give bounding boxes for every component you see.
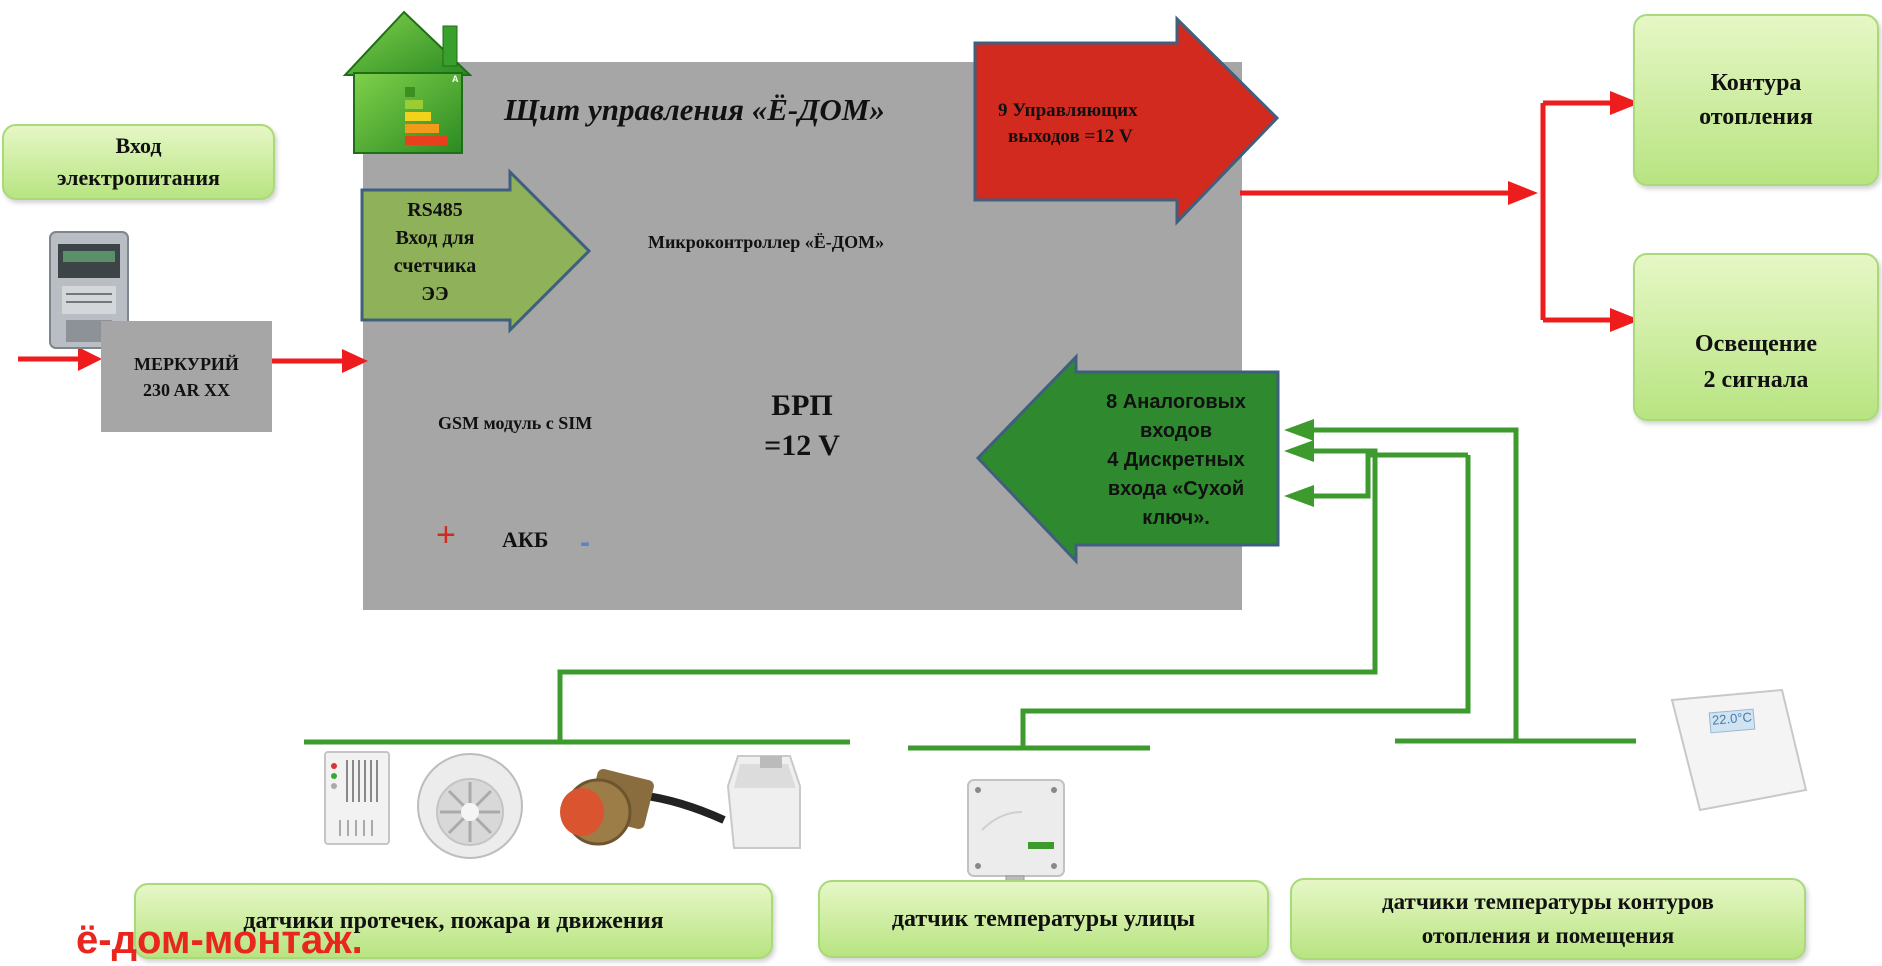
battery-plus-sign: + (436, 516, 456, 554)
svg-text:A: A (452, 74, 459, 84)
inputs-line4: входа «Сухой (1107, 478, 1245, 500)
power-in-arrow (18, 347, 102, 371)
rs485-line2: Вход для (395, 227, 475, 249)
lighting-line1: Освещение (1694, 331, 1818, 357)
meter-to-panel-arrow (272, 349, 368, 373)
panel-title: Щит управления «Ё-ДОМ» (504, 92, 885, 127)
street-temperature-sensor-image (967, 779, 1065, 895)
gsm-module-label: GSM модуль с SIM (438, 413, 593, 433)
outputs-label: 9 Управляющих выходов =12 V (998, 98, 1178, 150)
outputs-line1: 9 Управляющих (998, 100, 1138, 121)
inputs-line2: входов (1139, 420, 1213, 442)
heating-circuits-box: Контура отопления (1633, 14, 1879, 186)
smoke-detector-image (417, 753, 523, 859)
rs485-line3: счетчика (393, 255, 477, 277)
rs485-line4: ЭЭ (421, 283, 449, 305)
battery-label: АКБ (502, 527, 549, 552)
inputs-line1: 8 Аналоговых (1106, 391, 1246, 413)
inputs-line5: ключ». (1142, 507, 1210, 529)
lighting-box: Освещение 2 сигнала (1633, 253, 1879, 421)
rs485-line1: RS485 (407, 199, 463, 221)
inductive-sensor-image (560, 769, 726, 846)
inputs-arrow (975, 353, 1280, 565)
psu-label-line2: =12 V (764, 429, 840, 462)
circuit-temperature-sensors-box: датчики температуры контуров отопления и… (1290, 878, 1806, 960)
power-input-line2: электропитания (57, 165, 220, 190)
psu-label-line1: БРП (771, 389, 833, 422)
microcontroller-label: Микроконтроллер «Ё-ДОМ» (648, 232, 885, 252)
heating-line1: Контура (1710, 70, 1802, 96)
output-wires (1240, 91, 1640, 332)
leak-fire-motion-sensors-box: датчики протечек, пожара и движения (134, 883, 773, 959)
meter-label-box: МЕРКУРИЙ 230 AR XX (101, 321, 272, 432)
meter-line2: 230 AR XX (142, 379, 230, 400)
room-thermostat-image (1670, 688, 1808, 812)
sensor-wires (304, 427, 1636, 751)
energy-house-icon: A (342, 10, 473, 154)
sensor-wire-arrowheads (1284, 419, 1314, 507)
electric-meter-image (49, 231, 129, 349)
psu-label: БРП =12 V (752, 386, 852, 466)
power-input-line1: Вход (115, 133, 162, 158)
circuit-temp-line2: отопления и помещения (1421, 923, 1675, 948)
inputs-line3: 4 Дискретных (1107, 449, 1245, 471)
leak-gas-sensor-image (324, 751, 390, 845)
lighting-line2: 2 сигнала (1703, 367, 1809, 393)
battery-minus-sign: - (580, 526, 590, 559)
inputs-label: 8 Аналоговых входов 4 Дискретных входа «… (1080, 388, 1272, 533)
meter-line1: МЕРКУРИЙ (134, 353, 239, 374)
rs485-label: RS485 Вход для счетчика ЭЭ (372, 196, 498, 308)
street-temperature-sensor-box: датчик температуры улицы (818, 880, 1269, 958)
power-input-box: Вход электропитания (2, 124, 275, 200)
circuit-temp-line1: датчики температуры контуров (1382, 889, 1714, 914)
outputs-arrow (973, 15, 1280, 226)
heating-line2: отопления (1699, 104, 1813, 130)
motion-sensor-image (726, 755, 801, 849)
outputs-line2: выходов =12 V (1008, 126, 1133, 147)
watermark-text: ё-дом-монтаж. (76, 918, 363, 962)
rs485-arrow (360, 168, 592, 334)
